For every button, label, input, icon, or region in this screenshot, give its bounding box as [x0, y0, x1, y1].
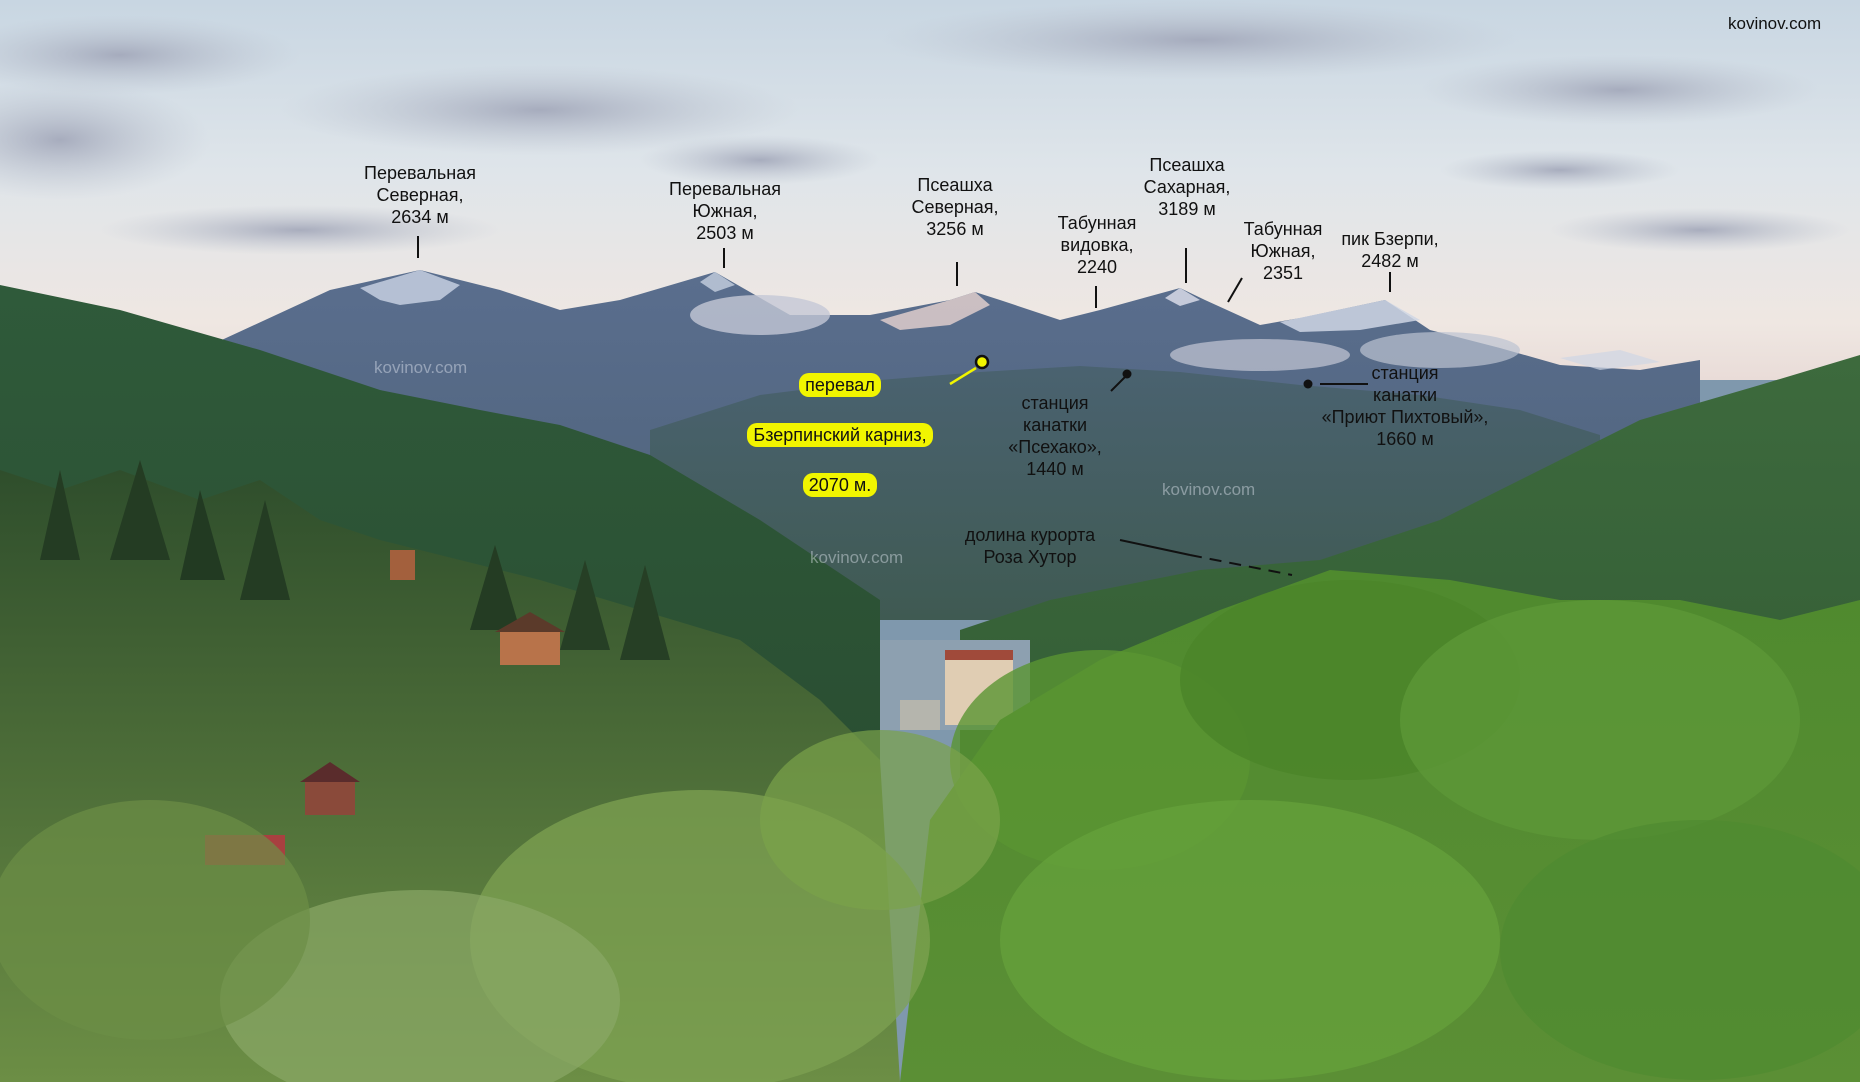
pass-arrow	[949, 366, 977, 386]
peak-label-tabunnaya-vidovka: Табунная видовка, 2240	[1057, 213, 1137, 277]
corner-watermark: kovinov.com	[1728, 14, 1822, 33]
peak-label-pereval-yuzhnaya: Перевальная Южная, 2503 м	[669, 179, 781, 243]
peak-label-pereval-severnaya: Перевальная Северная, 2634 м	[364, 163, 476, 227]
peak-label-pseashkha-severnaya: Псеашха Северная, 3256 м	[911, 175, 999, 239]
leader-lines	[417, 236, 1391, 576]
pass-label-line-3: 2070 м.	[802, 473, 878, 497]
station-label-priyut: станция канатки «Приют Пихтовый», 1660 м	[1321, 363, 1489, 449]
psekhako-marker	[1122, 369, 1132, 379]
overlay-watermark: kovinov.com	[810, 548, 904, 567]
pass-label-line-2: Бзерпинский карниз,	[747, 423, 933, 447]
station-label-psekhako: станция канатки «Псехако», 1440 м	[1008, 393, 1102, 479]
peak-label-pseashkha-sakharnaya: Псеашха Сахарная, 3189 м	[1143, 155, 1231, 219]
pass-label-line-1: перевал	[799, 373, 881, 397]
peak-label-pik-bzerpi: пик Бзерпи, 2482 м	[1341, 229, 1439, 271]
valley-label: долина курорта Роза Хутор	[964, 525, 1096, 567]
pass-marker	[974, 354, 990, 370]
priyut-marker	[1303, 379, 1313, 389]
overlay-watermark: kovinov.com	[374, 358, 468, 377]
overlay-watermark: kovinov.com	[1162, 480, 1256, 499]
peak-label-tabunnaya-yuzhnaya: Табунная Южная, 2351	[1243, 219, 1323, 283]
pass-label: перевал Бзерпинский карниз, 2070 м.	[730, 350, 950, 522]
